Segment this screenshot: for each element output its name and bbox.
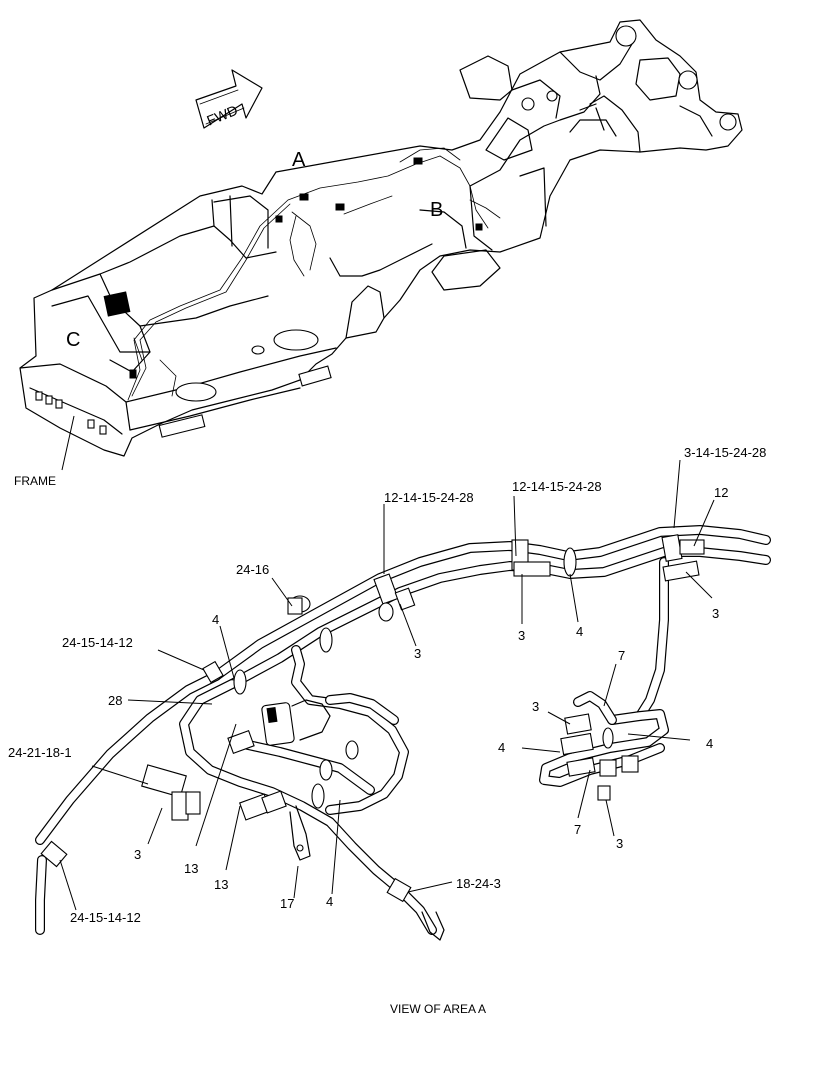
callout-label: 24-15-14-12: [62, 635, 133, 650]
callout-label: 3: [712, 606, 719, 621]
area-label-c: C: [66, 329, 80, 351]
callout-label: 24-15-14-12: [70, 910, 141, 925]
callout-label: 3: [134, 847, 141, 862]
callout-label: 13: [214, 877, 228, 892]
callout-label: 12-14-15-24-28: [512, 479, 602, 494]
callout-label: 4: [326, 894, 333, 909]
callout-label: 3: [414, 646, 421, 661]
callout-label: 7: [618, 648, 625, 663]
callout-label: 24-16: [236, 562, 269, 577]
callout-label: 4: [212, 612, 219, 627]
area-label-b: B: [430, 199, 443, 221]
callout-label: 3-14-15-24-28: [684, 445, 766, 460]
callout-label: 3: [616, 836, 623, 851]
machine-frame-illustration: [19, 19, 743, 457]
callout-label: 4: [706, 736, 713, 751]
callout-label: 12-14-15-24-28: [384, 490, 474, 505]
callout-label: 3: [518, 628, 525, 643]
callout-label: 18-24-3: [456, 876, 501, 891]
callout-label: 17: [280, 896, 294, 911]
callout-label: 7: [574, 822, 581, 837]
fwd-label: FWD: [204, 102, 240, 129]
forward-arrow-icon: FWD: [195, 69, 263, 129]
callout-label: 12: [714, 485, 728, 500]
callout-label: 3: [532, 699, 539, 714]
callout-label: 4: [498, 740, 505, 755]
callout-leaders: [59, 459, 715, 911]
frame-label: FRAME: [14, 474, 56, 488]
callout-label: 13: [184, 861, 198, 876]
view-caption: VIEW OF AREA A: [390, 1002, 486, 1016]
callout-label: 24-21-18-1: [8, 745, 72, 760]
harness-detail: [35, 525, 771, 941]
area-label-a: A: [292, 149, 306, 171]
callout-label: 28: [108, 693, 122, 708]
callout-label: 4: [576, 624, 583, 639]
